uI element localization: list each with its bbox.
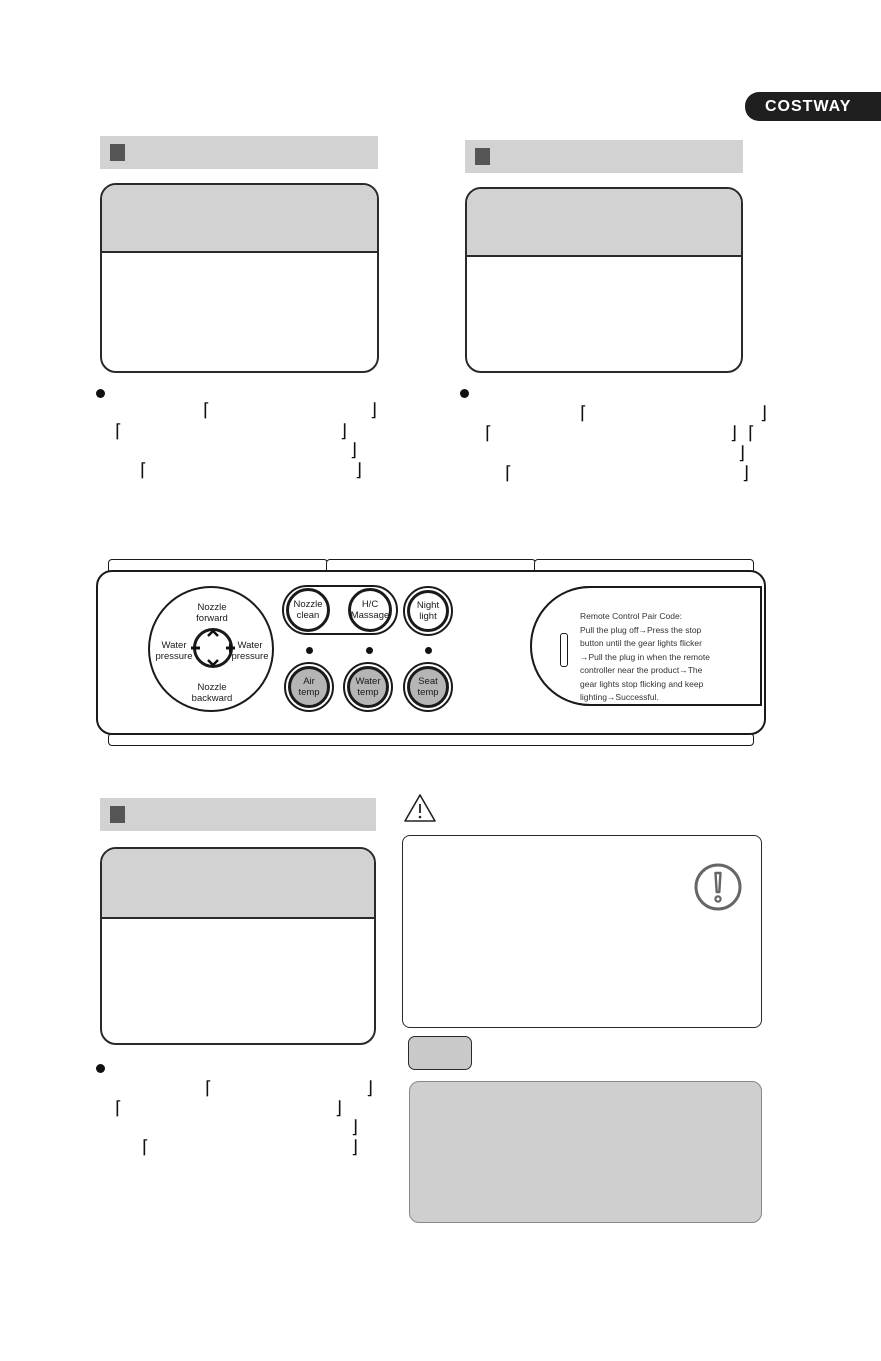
info-panel-1 [100, 183, 379, 373]
nozzle-forward-label: Nozzle forward [196, 602, 228, 624]
bracket-close: ⌋ [355, 460, 363, 481]
bracket-open: ⌈ [580, 403, 588, 424]
pair-code-line: →Pull the plug in when the remote [580, 651, 710, 662]
night-light-button[interactable]: Night light [407, 590, 449, 632]
water-pressure-right-label: Water pressure [231, 640, 269, 662]
chevron-down-icon [207, 659, 219, 667]
pair-code-line: gear lights stop flicking and keep [580, 678, 704, 689]
pair-code-line: Remote Control Pair Code: [580, 611, 683, 621]
chevron-up-icon [207, 629, 219, 637]
bracket-close: ⌋ [366, 1078, 374, 1099]
pair-code-line: Pull the plug off→Press the stop [580, 624, 702, 635]
nozzle-clean-button[interactable]: Nozzle clean [286, 588, 330, 632]
water-temp-button[interactable]: Water temp [347, 666, 389, 708]
pair-code-line: button until the gear lights flicker [580, 638, 702, 648]
hc-massage-button[interactable]: H/C Massage [348, 588, 392, 632]
seat-temp-button[interactable]: Seat temp [407, 666, 449, 708]
bracket-close: ⌋ [742, 463, 750, 484]
water-pressure-left-label: Water pressure [155, 640, 193, 662]
bracket-close: ⌋ [370, 400, 378, 421]
bracket-open: ⌈ [142, 1137, 150, 1158]
dpad-ring[interactable] [148, 586, 274, 712]
indicator-light-air [306, 647, 313, 654]
bracket-open: ⌈ [505, 463, 513, 484]
bracket-close: ⌋ [351, 1117, 359, 1138]
bracket-open: ⌈ [748, 423, 756, 444]
warning-box [402, 835, 762, 1028]
panel-header [467, 189, 741, 257]
pair-code-line: controller near the product→The [580, 665, 703, 675]
bullet-dot [96, 389, 105, 398]
section-header-2 [465, 140, 743, 173]
bracket-open: ⌈ [205, 1078, 213, 1099]
nozzle-backward-label: Nozzle backward [191, 682, 233, 704]
bracket-open: ⌈ [115, 421, 123, 442]
bracket-close: ⌋ [335, 1098, 343, 1119]
bullet-dot [96, 1064, 105, 1073]
pair-code-arc [530, 586, 650, 706]
bracket-close: ⌋ [350, 440, 358, 461]
pair-slot [560, 633, 568, 667]
bracket-close: ⌋ [738, 443, 746, 464]
indicator-light-seat [425, 647, 432, 654]
bullet-dot [460, 389, 469, 398]
bracket-open: ⌈ [140, 460, 148, 481]
section-header-1 [100, 136, 378, 169]
pair-code-text: Remote Control Pair Code: Pull the plug … [580, 610, 755, 705]
section-marker [475, 148, 490, 165]
indicator-light-water [366, 647, 373, 654]
warning-triangle-icon [404, 794, 436, 822]
note-tab [408, 1036, 472, 1070]
bracket-open: ⌈ [485, 423, 493, 444]
air-temp-button[interactable]: Air temp [288, 666, 330, 708]
bracket-close: ⌋ [340, 421, 348, 442]
pair-code-line: lighting→Successful. [580, 692, 659, 702]
section-marker [110, 144, 125, 161]
note-box [409, 1081, 762, 1223]
nozzle-massage-pill [282, 585, 398, 635]
info-panel-2 [465, 187, 743, 373]
panel-header [102, 849, 374, 919]
bracket-close: ⌋ [760, 403, 768, 424]
bracket-open: ⌈ [203, 400, 211, 421]
bracket-open: ⌈ [115, 1098, 123, 1119]
dpad-arrows [191, 629, 235, 667]
section-marker [110, 806, 125, 823]
bracket-close: ⌋ [730, 423, 738, 444]
plus-icon [226, 643, 235, 653]
exclamation-circle-icon [694, 863, 742, 911]
info-panel-3 [100, 847, 376, 1045]
section-header-3 [100, 798, 376, 831]
brand-tab: COSTWAY [745, 92, 881, 121]
brand-name: COSTWAY [765, 97, 852, 115]
panel-header [102, 185, 377, 253]
bracket-close: ⌋ [351, 1137, 359, 1158]
